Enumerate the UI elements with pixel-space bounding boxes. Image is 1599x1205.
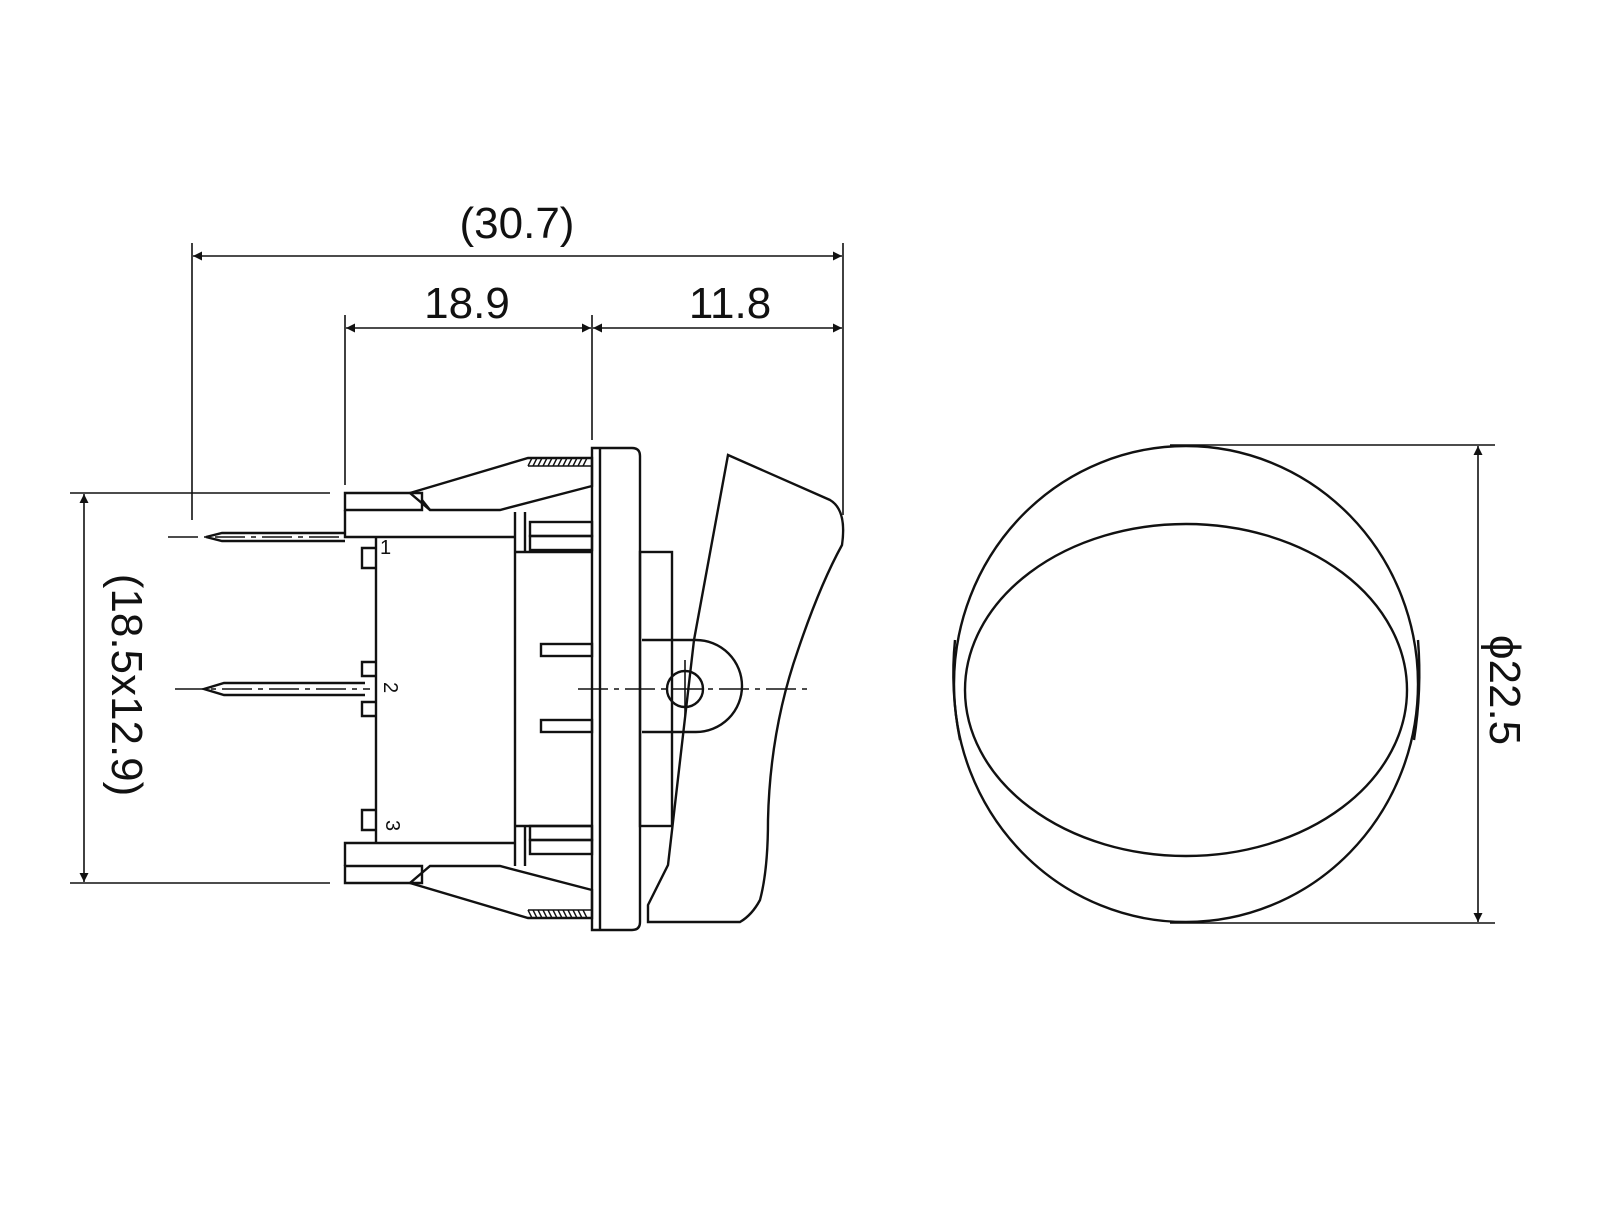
actuator-length-label: 11.8 (689, 279, 771, 328)
snap-latch-top (407, 456, 594, 512)
switch-side-view: 1 2 3 (168, 446, 845, 932)
terminal-number-3: 3 (381, 820, 403, 831)
terminal-pin-2 (175, 681, 370, 697)
terminal-pin-1 (168, 531, 345, 543)
body-length-label: 18.9 (424, 279, 510, 328)
pivot-hinge (578, 638, 810, 734)
overall-length-label: (30.7) (460, 199, 575, 248)
switch-front-view (952, 444, 1421, 924)
snap-latch-bottom (407, 864, 594, 920)
dimension-lines (70, 243, 1495, 924)
rocker-face (963, 522, 1409, 858)
bezel-outer-ring (952, 444, 1420, 924)
terminal-number-1: 1 (380, 537, 391, 559)
rocker-actuator (646, 453, 845, 924)
cutout-size-label: (18.5x12.9) (102, 574, 151, 797)
switch-housing (343, 491, 594, 885)
terminal-number-2: 2 (379, 682, 401, 693)
diameter-label: ϕ22.5 (1480, 635, 1529, 745)
